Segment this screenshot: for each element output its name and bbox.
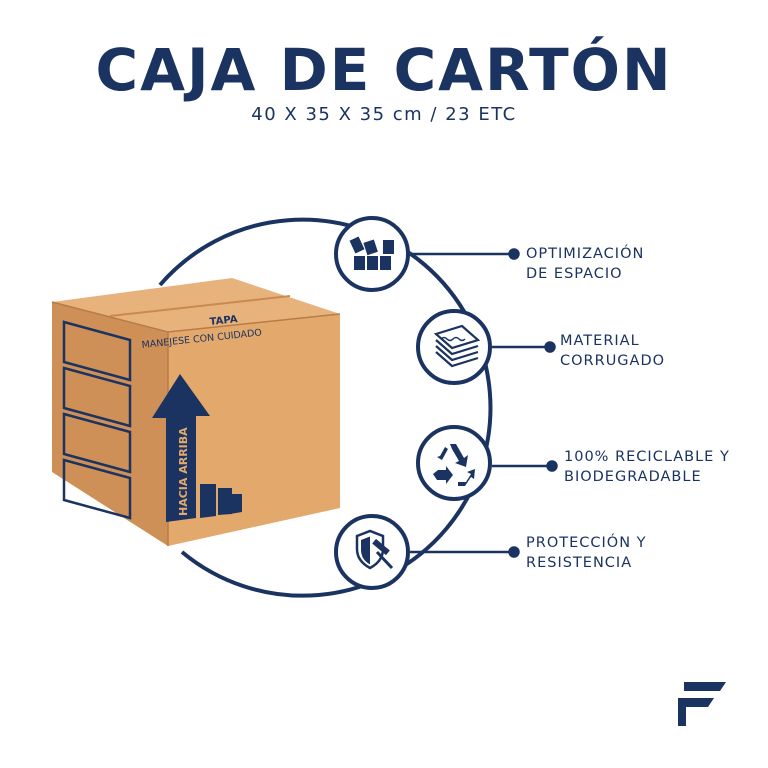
- feature-label-line2: BIODEGRADABLE: [564, 469, 702, 485]
- feature-icon-1: [334, 216, 410, 292]
- up-arrow-icon: [152, 374, 210, 522]
- connector-arc: [158, 217, 493, 598]
- feature-label-line2: CORRUGADO: [560, 353, 666, 369]
- box-top-face: [52, 278, 340, 332]
- page-subtitle: 40 X 35 X 35 cm / 23 ETC: [251, 104, 517, 125]
- feature-icon-3: [416, 425, 492, 501]
- feature-label-line1: 100% RECICLABLE Y: [564, 449, 730, 465]
- cardboard-box: TAPA MANEJESE CON CUIDADO HACIA ARRIBA: [51, 278, 341, 546]
- corrugated-sheets-icon: [433, 324, 481, 368]
- bar-graphic-icon: [200, 484, 242, 518]
- brand-f-logo-icon: [678, 682, 726, 726]
- box-left-face: [52, 302, 168, 546]
- feature-label-material: MATERIAL CORRUGADO: [560, 331, 665, 371]
- connector-lines: [410, 248, 558, 558]
- page-title: CAJA DE CARTÓN: [95, 36, 673, 104]
- feature-label-protection: PROTECCIÓN Y RESISTENCIA: [526, 533, 647, 573]
- shield-hammer-icon: [355, 529, 394, 570]
- feature-icon-4: [334, 514, 410, 590]
- feature-icon-2: [416, 309, 492, 385]
- feature-label-space: OPTIMIZACIÓN DE ESPACIO: [526, 244, 644, 284]
- feature-label-line1: OPTIMIZACIÓN: [526, 246, 645, 262]
- feature-label-recyclable: 100% RECICLABLE Y BIODEGRADABLE: [564, 447, 730, 487]
- box-top-label: TAPA: [209, 314, 238, 328]
- feature-label-line1: PROTECCIÓN Y: [526, 535, 647, 551]
- feature-label-line2: RESISTENCIA: [526, 555, 633, 571]
- recycle-icon: [433, 444, 475, 486]
- feature-label-line2: DE ESPACIO: [526, 266, 623, 282]
- feature-label-line1: MATERIAL: [560, 333, 640, 349]
- box-arrow-label: HACIA ARRIBA: [177, 427, 190, 516]
- box-side-panels: [62, 320, 132, 520]
- stacked-boxes-icon: [349, 236, 394, 270]
